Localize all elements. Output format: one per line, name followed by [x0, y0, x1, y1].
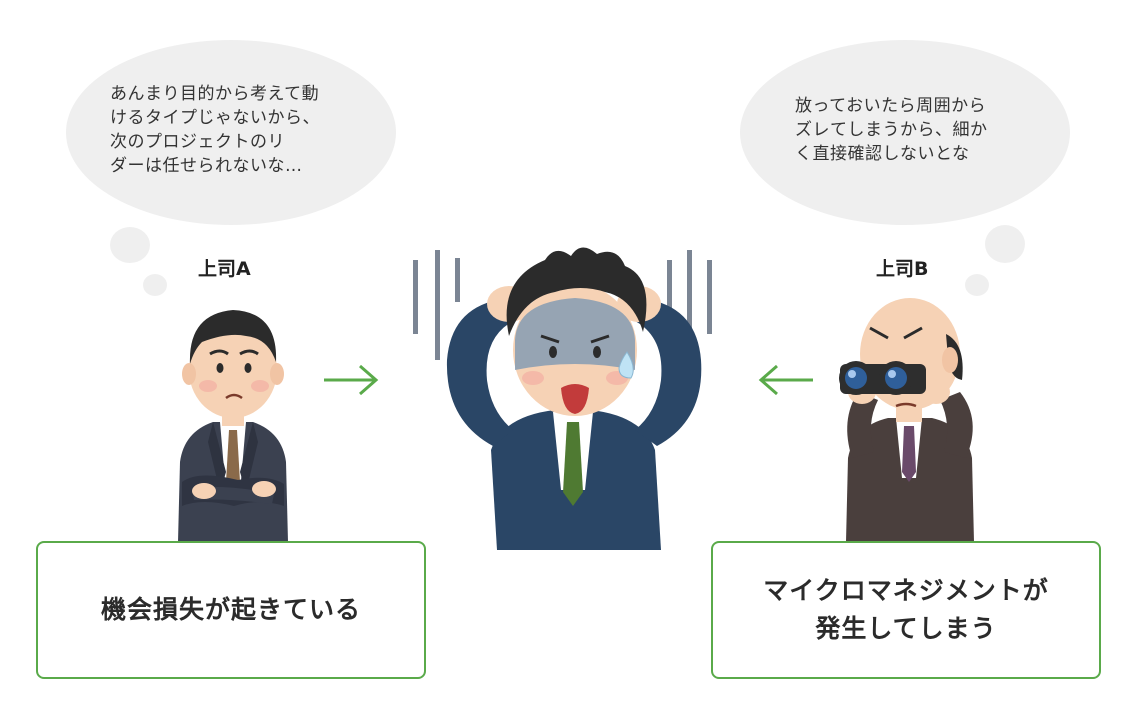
right-arrow-icon: [324, 364, 379, 396]
left-thought-line: 次のプロジェクトのリ: [110, 132, 285, 152]
right-outcome-box: マイクロマネジメントが 発生してしまう: [711, 541, 1101, 679]
right-thought-dot-small: [965, 274, 989, 296]
left-arrow-icon: [758, 364, 813, 396]
worried-boss-icon: [178, 310, 288, 542]
left-outcome-box: 機会損失が起きている: [36, 541, 426, 679]
right-thought-bubble: [740, 40, 1070, 225]
right-thought-line: 放っておいたら周囲から: [795, 96, 987, 116]
right-thought-line: ズレてしまうから、細か: [795, 120, 988, 140]
stressed-employee-icon: [413, 247, 712, 550]
left-thought-dot-large: [110, 227, 150, 263]
right-outcome-text-line-1: マイクロマネジメントが: [763, 576, 1049, 605]
left-thought-bubble: [66, 40, 396, 225]
right-thought-line: く直接確認しないとな: [795, 144, 970, 164]
left-outcome-text: 機会損失が起きている: [100, 595, 361, 624]
left-thought-dot-small: [143, 274, 167, 296]
left-thought-text: あんまり目的から考えて動 けるタイプじゃないから、 次のプロジェクトのリ ダーは…: [110, 82, 320, 178]
boss-a-label: 上司A: [198, 258, 251, 280]
boss-b-label: 上司B: [876, 258, 929, 280]
binocular-boss-icon: [839, 298, 974, 542]
right-thought-dot-large: [985, 225, 1025, 263]
right-outcome-text-line-2: 発生してしまう: [815, 614, 997, 643]
right-thought-text: 放っておいたら周囲から ズレてしまうから、細か く直接確認しないとな: [795, 94, 988, 166]
left-thought-line: あんまり目的から考えて動: [110, 84, 320, 104]
left-thought-line: ダーは任せられないな…: [110, 156, 303, 176]
left-thought-line: けるタイプじゃないから、: [110, 108, 320, 128]
